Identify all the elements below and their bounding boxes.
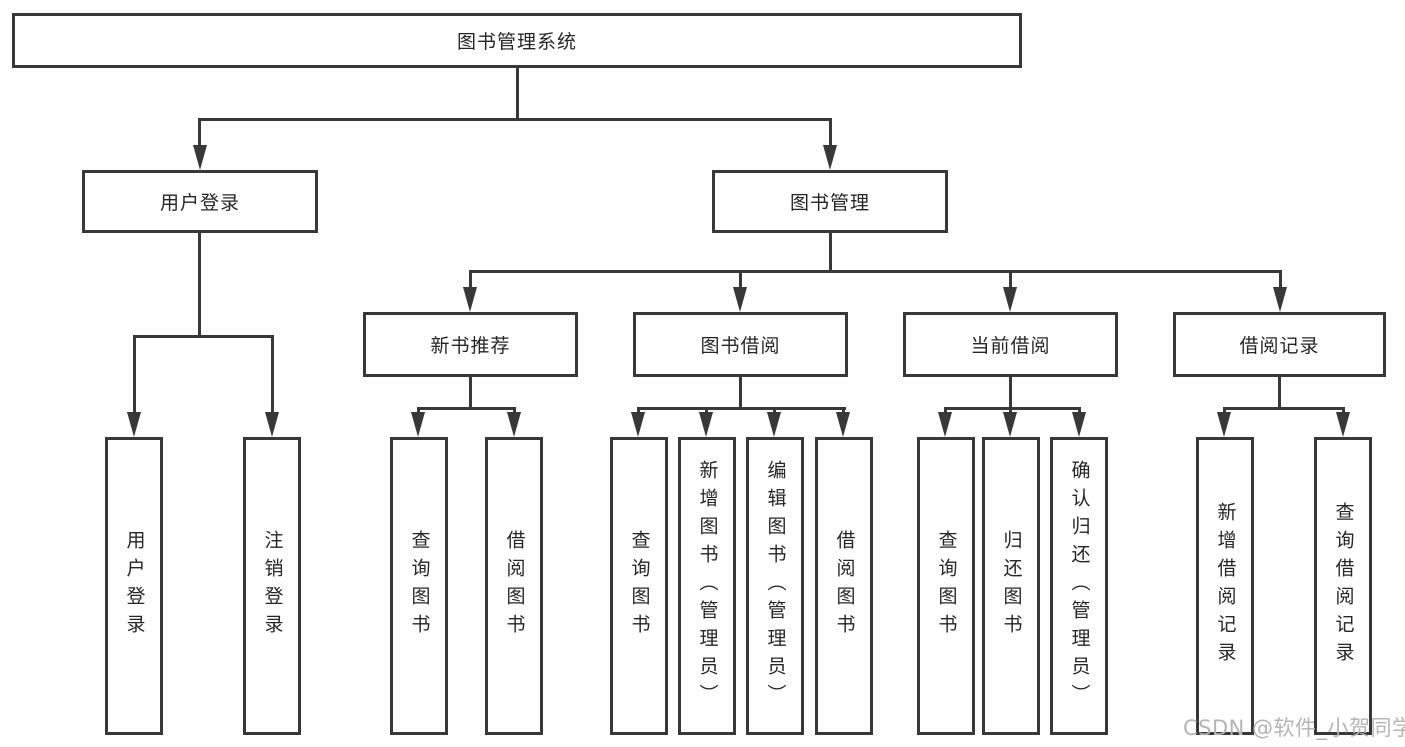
connector-borrow-records-stem xyxy=(1278,377,1281,410)
node-user-login: 用户登录 xyxy=(82,170,318,233)
leaf-recommend-borrow-books: 借阅图书 xyxy=(485,437,543,735)
node-book-management-label: 图书管理 xyxy=(789,192,870,214)
connector-new-book-rec-bar xyxy=(417,407,516,410)
leaf-recommend-query-books: 查询图书 xyxy=(390,437,448,735)
leaf-current-query-books: 查询图书 xyxy=(917,437,975,735)
arrow-down-cur-confirm xyxy=(1072,412,1086,437)
arrow-down-rec-borrow xyxy=(507,412,521,437)
arrow-down-book-mgmt xyxy=(823,145,837,170)
leaf-return-book-label: 归还图书 xyxy=(1000,530,1023,642)
node-current-borrowing: 当前借阅 xyxy=(903,312,1118,377)
connector-drop-book-mgmt xyxy=(829,118,832,147)
connector-drop-bb-borrow xyxy=(842,407,845,416)
connector-drop-cur-query xyxy=(944,407,947,416)
leaf-recommend-borrow-books-label: 借阅图书 xyxy=(503,530,526,642)
connector-root-bar xyxy=(198,118,832,121)
leaf-return-book: 归还图书 xyxy=(982,437,1040,735)
arrow-down-bb-borrow xyxy=(836,412,850,437)
connector-drop-new-book-rec xyxy=(469,270,472,289)
arrow-down-leaf-logout xyxy=(265,412,279,437)
leaf-add-book-admin: 新增图书（管理员） xyxy=(678,437,736,735)
connector-drop-bb-add xyxy=(705,407,708,416)
connector-book-mgmt-stem xyxy=(829,233,832,272)
connector-book-borrow-stem xyxy=(739,377,742,410)
leaf-confirm-return-admin: 确认归还（管理员） xyxy=(1050,437,1108,735)
arrow-down-bb-edit xyxy=(767,412,781,437)
connector-book-mgmt-bar xyxy=(469,270,1282,273)
connector-drop-bb-edit xyxy=(773,407,776,416)
node-book-borrowing: 图书借阅 xyxy=(633,312,848,377)
leaf-add-borrow-record: 新增借阅记录 xyxy=(1196,437,1254,735)
connector-drop-borrow-records xyxy=(1279,270,1282,289)
leaf-add-borrow-record-label: 新增借阅记录 xyxy=(1214,502,1237,670)
leaf-query-borrow-record-label: 查询借阅记录 xyxy=(1332,502,1355,670)
connector-user-login-bar xyxy=(133,335,274,338)
watermark: CSDN @软件_小贺同学 xyxy=(1183,716,1405,740)
node-current-borrowing-label: 当前借阅 xyxy=(970,335,1051,357)
node-book-management: 图书管理 xyxy=(712,170,948,233)
leaf-borrowing-borrow-books: 借阅图书 xyxy=(815,437,873,735)
leaf-confirm-return-admin-label: 确认归还（管理员） xyxy=(1068,460,1091,712)
leaf-query-borrow-record: 查询借阅记录 xyxy=(1314,437,1372,735)
node-book-borrowing-label: 图书借阅 xyxy=(700,335,781,357)
connector-drop-hist-query xyxy=(1342,407,1345,416)
connector-drop-hist-add xyxy=(1223,407,1226,416)
leaf-borrowing-borrow-books-label: 借阅图书 xyxy=(833,530,856,642)
connector-book-borrow-bar xyxy=(637,407,846,410)
leaf-edit-book-admin: 编辑图书（管理员） xyxy=(746,437,804,735)
connector-drop-cur-confirm xyxy=(1078,407,1081,416)
arrow-down-cur-return xyxy=(1003,412,1017,437)
arrow-down-cur-query xyxy=(938,412,952,437)
connector-current-borrow-bar xyxy=(944,407,1081,410)
node-user-login-label: 用户登录 xyxy=(159,192,240,214)
arrow-down-bb-query xyxy=(631,412,645,437)
arrow-down-book-borrow xyxy=(733,287,747,312)
leaf-add-book-admin-label: 新增图书（管理员） xyxy=(696,460,719,712)
arrow-down-hist-query xyxy=(1336,412,1350,437)
connector-drop-rec-query xyxy=(417,407,420,416)
leaf-user-login: 用户登录 xyxy=(105,437,163,735)
connector-drop-leaf-logout xyxy=(271,335,274,414)
node-root-label: 图书管理系统 xyxy=(456,31,577,53)
connector-drop-rec-borrow xyxy=(513,407,516,416)
connector-user-login-stem xyxy=(198,233,201,338)
arrow-down-user-login xyxy=(193,145,207,170)
arrow-down-borrow-records xyxy=(1273,287,1287,312)
arrow-down-new-book-rec xyxy=(463,287,477,312)
arrow-down-hist-add xyxy=(1217,412,1231,437)
connector-root-stem xyxy=(516,68,519,120)
leaf-user-login-label: 用户登录 xyxy=(123,530,146,642)
node-root: 图书管理系统 xyxy=(12,13,1022,68)
connector-drop-leaf-user-login xyxy=(133,335,136,414)
connector-current-borrow-stem xyxy=(1009,377,1012,410)
connector-drop-bb-query xyxy=(637,407,640,416)
connector-new-book-rec-stem xyxy=(469,377,472,410)
leaf-recommend-query-books-label: 查询图书 xyxy=(408,530,431,642)
arrow-down-leaf-user-login xyxy=(127,412,141,437)
arrow-down-rec-query xyxy=(411,412,425,437)
leaf-borrowing-query-books-label: 查询图书 xyxy=(628,530,651,642)
arrow-down-current-borrow xyxy=(1003,287,1017,312)
leaf-logout-label: 注销登录 xyxy=(261,530,284,642)
node-new-book-recommend-label: 新书推荐 xyxy=(430,335,511,357)
connector-drop-cur-return xyxy=(1009,407,1012,416)
connector-drop-book-borrow xyxy=(739,270,742,289)
node-borrowing-records-label: 借阅记录 xyxy=(1239,335,1320,357)
node-borrowing-records: 借阅记录 xyxy=(1173,312,1386,377)
connector-borrow-records-bar xyxy=(1223,407,1345,410)
leaf-current-query-books-label: 查询图书 xyxy=(935,530,958,642)
leaf-borrowing-query-books: 查询图书 xyxy=(610,437,668,735)
leaf-edit-book-admin-label: 编辑图书（管理员） xyxy=(764,460,787,712)
arrow-down-bb-add xyxy=(699,412,713,437)
leaf-logout: 注销登录 xyxy=(243,437,301,735)
node-new-book-recommend: 新书推荐 xyxy=(363,312,578,377)
connector-drop-current-borrow xyxy=(1009,270,1012,289)
connector-drop-user-login xyxy=(198,118,201,147)
